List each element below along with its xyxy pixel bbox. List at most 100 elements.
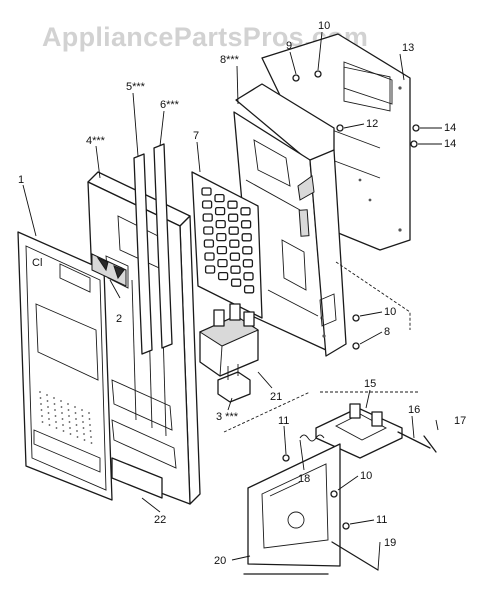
keypad-key: [203, 226, 214, 235]
keypad-key: [201, 187, 212, 196]
keypad-key: [227, 200, 238, 209]
callout-19: 19: [384, 537, 396, 549]
callout-10-mid: 10: [384, 306, 396, 318]
leader-lines: [22, 31, 442, 571]
keypad-key: [204, 265, 216, 274]
part-19-pin: [331, 541, 379, 571]
speaker-hole: [40, 409, 43, 411]
keypad-key: [241, 233, 252, 242]
part-5-strip: [133, 153, 153, 355]
callout-22: 22: [154, 514, 166, 526]
speaker-hole: [67, 403, 69, 405]
speaker-hole: [61, 418, 64, 420]
speaker-hole: [55, 427, 58, 429]
callout-4: 4***: [86, 135, 106, 147]
speaker-hole: [75, 418, 77, 420]
part-18-spring: [299, 434, 325, 442]
keypad-key: [216, 245, 228, 255]
speaker-hole: [75, 424, 78, 426]
part-20-latch-plate: [243, 443, 341, 575]
speaker-hole: [81, 415, 84, 417]
callout-11-top: 11: [278, 415, 289, 427]
keypad-key: [216, 232, 227, 242]
part-22-lower-insert: [111, 457, 163, 499]
part-1-front-panel: Cl: [17, 231, 113, 501]
svg-text:Cl: Cl: [32, 257, 42, 269]
speaker-hole: [48, 424, 51, 426]
keypad-key: [215, 219, 226, 229]
speaker-hole: [68, 415, 70, 417]
speaker-hole: [74, 406, 76, 408]
speaker-hole: [76, 430, 78, 432]
speaker-hole: [41, 421, 44, 423]
callout-18: 18: [298, 473, 310, 485]
speaker-hole: [67, 409, 70, 411]
callout-5: 5***: [126, 81, 146, 93]
speaker-hole: [39, 391, 41, 393]
part-2-door-buttons: [91, 253, 127, 287]
callout-21: 21: [270, 391, 282, 403]
keypad-key: [203, 239, 215, 248]
keypad-key: [230, 265, 241, 274]
part-3-switch: [217, 364, 251, 403]
callout-3: 3 ***: [216, 411, 239, 423]
keypad-key: [242, 246, 253, 255]
callout-17: 17: [454, 415, 466, 427]
speaker-hole: [55, 421, 57, 423]
callout-2: 2: [116, 313, 122, 325]
keypad-key: [240, 207, 251, 216]
keypad-key: [201, 200, 213, 209]
speaker-hole: [46, 394, 48, 396]
speaker-hole: [88, 418, 91, 420]
callout-12: 12: [366, 118, 378, 130]
keypad-key: [243, 285, 255, 294]
part-6-strip: [153, 143, 173, 349]
speaker-hole: [89, 430, 92, 432]
keypad-key: [242, 259, 254, 268]
callout-10-low: 10: [360, 470, 372, 482]
callout-11-low: 11: [376, 514, 387, 526]
speaker-hole: [48, 418, 50, 420]
part-17-screw: [423, 435, 437, 453]
keypad-key: [217, 258, 228, 268]
callout-8-bracket: 8***: [220, 54, 240, 66]
speaker-hole: [82, 427, 85, 429]
keypad-key: [230, 278, 242, 287]
speaker-hole: [53, 397, 55, 399]
keypad-key: [228, 226, 239, 235]
keypad-key: [240, 220, 252, 229]
speaker-hole: [74, 412, 77, 414]
callout-labels: 1 2 3 *** 4*** 5*** 6*** 7 8*** 8 9 10 1…: [18, 20, 466, 567]
speaker-hole: [88, 412, 90, 414]
speaker-hole: [68, 421, 71, 423]
keypad-key: [214, 193, 225, 203]
speaker-hole: [46, 400, 49, 402]
callout-10-top: 10: [318, 20, 330, 32]
speaker-hole: [83, 439, 86, 441]
callout-8: 8: [384, 326, 390, 338]
speaker-hole: [60, 400, 62, 402]
speaker-hole: [54, 415, 57, 417]
keypad-key: [229, 252, 241, 261]
keypad-key: [204, 252, 215, 261]
keypad-key: [243, 272, 254, 281]
keypad-key: [217, 271, 229, 281]
speaker-hole: [39, 397, 42, 399]
speaker-hole: [81, 409, 83, 411]
part-7-keypad: [191, 171, 263, 319]
speaker-hole: [40, 403, 42, 405]
fasteners: [282, 70, 420, 530]
speaker-hole: [76, 436, 79, 438]
callout-14-a: 14: [444, 122, 456, 134]
speaker-hole: [62, 424, 64, 426]
callout-15: 15: [364, 378, 376, 390]
callout-14-b: 14: [444, 138, 456, 150]
callout-7: 7: [193, 130, 199, 142]
callout-13: 13: [402, 42, 414, 54]
callout-16: 16: [408, 404, 420, 416]
keypad-key: [214, 206, 226, 216]
callout-9: 9: [286, 40, 292, 52]
part-21-connector: [198, 303, 260, 377]
keypad-key: [227, 213, 239, 222]
